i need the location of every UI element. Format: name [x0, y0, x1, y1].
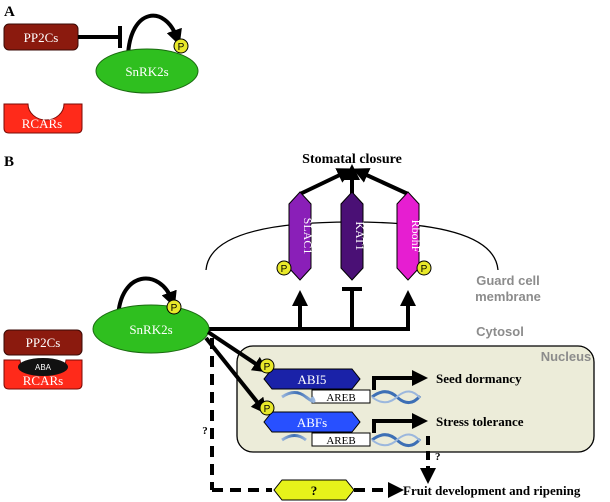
svg-text:P: P	[281, 264, 288, 275]
aba-ligand: ABA	[18, 358, 68, 376]
areb-element-1: AREB	[311, 389, 371, 404]
seed-dormancy-label: Seed dormancy	[436, 371, 522, 386]
panel-a: A PP2Cs SnRK2s P RCARs	[3, 4, 199, 134]
panel-b-label: B	[4, 154, 14, 170]
svg-text:P: P	[421, 264, 428, 275]
unknown-factor-label: ?	[311, 483, 318, 498]
snrk2s-label-b: SnRK2s	[129, 322, 172, 337]
inhibit-to-kat1	[342, 287, 362, 329]
stress-tolerance-label: Stress tolerance	[436, 414, 524, 429]
unknown-mark-right: ?	[435, 451, 441, 463]
guard-cell-membrane-label-2: membrane	[475, 289, 541, 304]
pp2cs-label-b: PP2Cs	[26, 335, 61, 350]
kat1-label: KAT1	[353, 221, 367, 250]
phospho-badge-abfs: P	[259, 400, 275, 416]
rcars-label-b: RCARs	[23, 373, 63, 388]
autophosphorylation-arrow-b	[116, 276, 177, 319]
aba-label: ABA	[35, 363, 52, 372]
svg-text:P: P	[264, 404, 271, 415]
dna-1	[281, 390, 422, 404]
transcription-arrow-seed	[372, 370, 428, 390]
nucleus-label: Nucleus	[541, 349, 592, 364]
snrk2s-label-a: SnRK2s	[125, 64, 168, 79]
rbohf-label: RbohF	[409, 220, 423, 253]
arrow-to-abfs	[204, 336, 267, 415]
slac1-label: SLAC1	[301, 218, 315, 255]
inhibition-arrow-a	[78, 26, 122, 48]
areb-label-1: AREB	[326, 392, 355, 404]
areb-element-2: AREB	[311, 432, 371, 447]
transcription-arrow-stress	[372, 413, 428, 433]
panel-a-label: A	[4, 4, 15, 20]
pp2cs-label-a: PP2Cs	[24, 30, 59, 45]
unknown-factor: ?	[273, 479, 355, 501]
kat1-channel: KAT1	[340, 191, 367, 281]
slac1-channel: SLAC1	[288, 191, 315, 281]
dna-2	[281, 433, 422, 447]
abfs-label: ABFs	[297, 415, 327, 430]
svg-text:P: P	[264, 362, 271, 373]
panel-b: B Stomatal closure Guard cell membrane S…	[3, 152, 595, 501]
pp2cs-box-a: PP2Cs	[3, 23, 79, 51]
pp2cs-box-b: PP2Cs	[3, 329, 83, 356]
abi5-label: ABI5	[298, 372, 327, 387]
phospho-badge-a: P	[173, 38, 189, 54]
phospho-badge-rbohf: P	[416, 260, 432, 276]
cytosol-label: Cytosol	[476, 324, 524, 339]
stomatal-closure-label: Stomatal closure	[302, 152, 402, 167]
phospho-badge-snrk2s-b: P	[166, 299, 182, 315]
guard-cell-membrane-label-1: Guard cell	[476, 273, 540, 288]
abi5-protein: ABI5	[263, 368, 361, 390]
rcars-shape-a: RCARs	[3, 103, 83, 134]
unknown-mark-left: ?	[202, 425, 208, 437]
svg-text:P: P	[171, 303, 178, 314]
rcars-label-a: RCARs	[22, 116, 62, 131]
phospho-badge-abi5: P	[259, 358, 275, 374]
autophosphorylation-arrow-a	[126, 13, 182, 57]
abfs-protein: ABFs	[263, 411, 361, 433]
arrow-to-abi5	[206, 330, 269, 373]
areb-label-2: AREB	[326, 435, 355, 447]
snrk2s-ellipse-b: SnRK2s	[92, 304, 210, 354]
stomatal-closure-arrows	[299, 164, 409, 196]
phospho-badge-slac1: P	[276, 260, 292, 276]
svg-text:P: P	[178, 42, 185, 53]
fruit-development-label: Fruit development and ripening	[403, 483, 581, 498]
dashed-unknown-path	[210, 338, 404, 498]
snrk2s-ellipse-a: SnRK2s	[95, 48, 199, 94]
